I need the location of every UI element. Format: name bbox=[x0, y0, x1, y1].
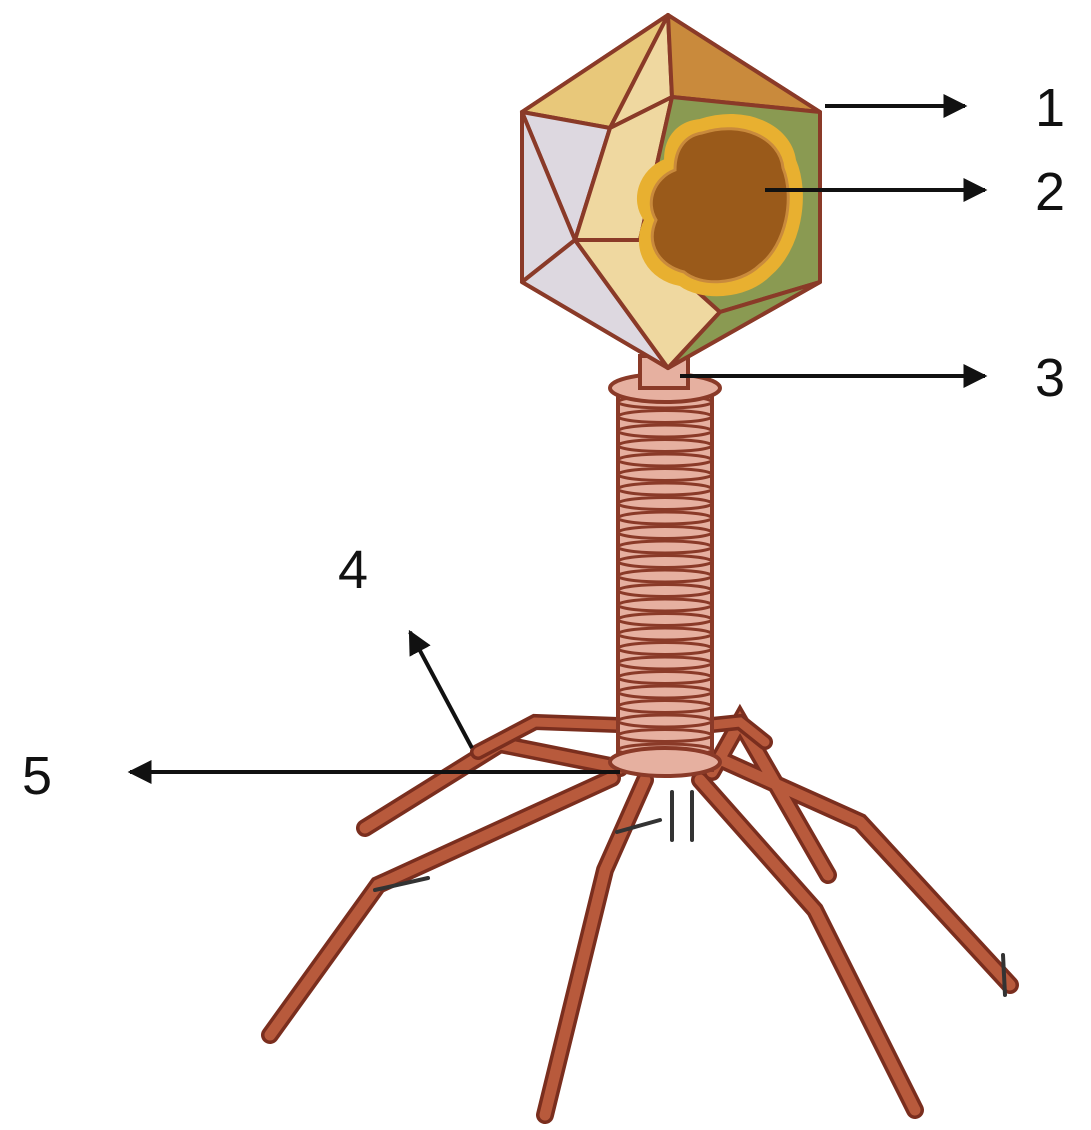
tail-ring bbox=[618, 498, 712, 510]
label-1: 1 bbox=[1035, 78, 1065, 138]
tail-ring bbox=[618, 541, 712, 553]
arrow-4 bbox=[410, 632, 472, 748]
tail-rings bbox=[618, 396, 712, 756]
tail-ring bbox=[618, 454, 712, 466]
tail-fiber bbox=[270, 778, 612, 1035]
tail-ring bbox=[618, 672, 712, 684]
label-2: 2 bbox=[1035, 162, 1065, 222]
tail-ring bbox=[618, 643, 712, 655]
tail-sheath bbox=[610, 374, 720, 776]
label-3: 3 bbox=[1035, 348, 1065, 408]
tail-ring bbox=[618, 657, 712, 669]
tail-ring bbox=[618, 411, 712, 423]
tail-ring bbox=[618, 570, 712, 582]
tail-ring bbox=[618, 686, 712, 698]
tail-fiber bbox=[722, 760, 1010, 985]
label-4: 4 bbox=[338, 540, 368, 600]
tail-ring bbox=[618, 527, 712, 539]
tail-ring bbox=[618, 730, 712, 742]
tail-ring bbox=[618, 614, 712, 626]
tail-fibers bbox=[270, 722, 1010, 1115]
tail-ring bbox=[618, 556, 712, 568]
tail-ring bbox=[618, 599, 712, 611]
tail-ring bbox=[618, 483, 712, 495]
tail-ring bbox=[618, 585, 712, 597]
tail-ring bbox=[618, 628, 712, 640]
tail-ring bbox=[618, 469, 712, 481]
tail-ring bbox=[618, 715, 712, 727]
tail-ring bbox=[618, 440, 712, 452]
tail-ring bbox=[618, 701, 712, 713]
tail-ring bbox=[618, 512, 712, 524]
tail-ring bbox=[618, 425, 712, 437]
label-5: 5 bbox=[22, 746, 52, 806]
